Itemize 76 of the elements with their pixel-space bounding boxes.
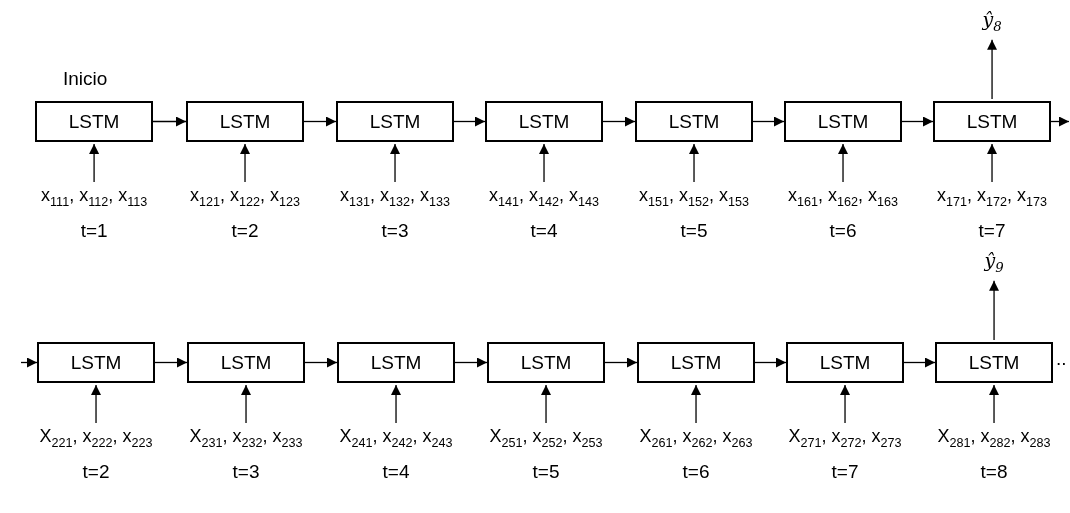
arrow [989, 280, 1000, 341]
arrow [689, 143, 699, 183]
time-step-label: t=7 [978, 218, 1006, 243]
lstm-box: LSTM [337, 342, 455, 383]
input-label: X$_{231}$, x$_{232}$, x$_{233}$ [189, 425, 303, 452]
arrow [1050, 116, 1070, 127]
lstm-box: LSTM [37, 342, 155, 383]
arrow [754, 357, 787, 368]
arrow [453, 116, 486, 127]
lstm-box: LSTM [187, 342, 305, 383]
arrow [91, 384, 101, 424]
time-step-label: t=5 [680, 218, 708, 243]
input-label: x$_{141}$, x$_{142}$, x$_{143}$ [489, 184, 600, 211]
arrow [691, 384, 701, 424]
input-label: x$_{121}$, x$_{122}$, x$_{123}$ [190, 184, 301, 211]
time-step-label: t=4 [382, 459, 410, 484]
lstm-box: LSTM [935, 342, 1053, 383]
arrow [989, 384, 999, 424]
time-step-label: t=2 [231, 218, 259, 243]
arrow [454, 357, 488, 368]
arrow [154, 357, 188, 368]
time-step-label: t=4 [530, 218, 558, 243]
arrow [541, 384, 551, 424]
time-step-label: t=5 [532, 459, 560, 484]
lstm-box: LSTM [637, 342, 755, 383]
time-step-label: t=3 [381, 218, 409, 243]
continuation-dots: .. [1056, 348, 1067, 370]
time-step-label: t=6 [682, 459, 710, 484]
lstm-box: LSTM [784, 101, 902, 142]
arrow [987, 39, 998, 100]
arrow [240, 143, 250, 183]
arrow [391, 384, 401, 424]
lstm-box: LSTM [933, 101, 1051, 142]
arrow [987, 143, 997, 183]
time-step-label: t=8 [980, 459, 1008, 484]
input-label: X$_{221}$, x$_{222}$, x$_{223}$ [39, 425, 153, 452]
lstm-box: LSTM [336, 101, 454, 142]
input-label: X$_{271}$, x$_{272}$, x$_{273}$ [788, 425, 902, 452]
arrow [20, 357, 38, 368]
arrow [838, 143, 848, 183]
input-label: X$_{281}$, x$_{282}$, x$_{283}$ [937, 425, 1051, 452]
arrow [303, 116, 337, 127]
input-label: x$_{151}$, x$_{152}$, x$_{153}$ [639, 184, 750, 211]
arrow [304, 357, 338, 368]
arrow [390, 143, 400, 183]
arrow [89, 143, 100, 183]
lstm-box: LSTM [635, 101, 753, 142]
input-label: x$_{111}$, x$_{112}$, x$_{113}$ [41, 184, 148, 211]
arrow [901, 116, 934, 127]
start-label: Inicio [63, 68, 108, 90]
arrow [539, 143, 549, 183]
lstm-box: LSTM [786, 342, 904, 383]
arrow [604, 357, 638, 368]
arrow [152, 116, 187, 127]
time-step-label: t=2 [82, 459, 110, 484]
time-step-label: t=6 [829, 218, 857, 243]
arrow [752, 116, 785, 127]
output-label: ŷ$_{8}$ [982, 8, 1002, 38]
arrow [903, 357, 936, 368]
input-label: x$_{161}$, x$_{162}$, x$_{163}$ [788, 184, 899, 211]
arrow [241, 384, 251, 424]
time-step-label: t=1 [80, 218, 108, 243]
input-label: x$_{171}$, x$_{172}$, x$_{173}$ [937, 184, 1048, 211]
output-label: ŷ$_{9}$ [984, 249, 1004, 279]
lstm-box: LSTM [487, 342, 605, 383]
input-label: X$_{241}$, x$_{242}$, x$_{243}$ [339, 425, 453, 452]
time-step-label: t=3 [232, 459, 260, 484]
lstm-box: LSTM [35, 101, 153, 142]
lstm-box: LSTM [485, 101, 603, 142]
lstm-box: LSTM [186, 101, 304, 142]
arrow [602, 116, 636, 127]
time-step-label: t=7 [831, 459, 859, 484]
input-label: X$_{261}$, x$_{262}$, x$_{263}$ [639, 425, 753, 452]
input-label: X$_{251}$, x$_{252}$, x$_{253}$ [489, 425, 603, 452]
input-label: x$_{131}$, x$_{132}$, x$_{133}$ [340, 184, 451, 211]
arrow [840, 384, 850, 424]
